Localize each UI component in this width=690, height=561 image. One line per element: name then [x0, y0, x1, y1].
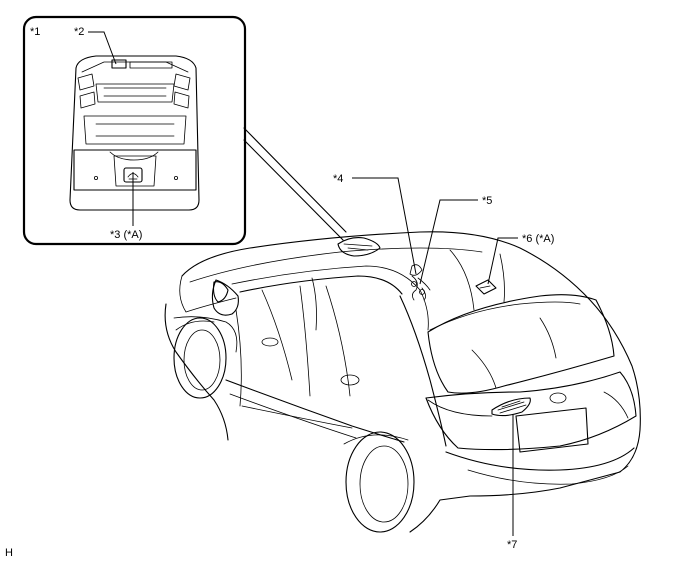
- overhead-console-drawing: [69, 55, 200, 211]
- leader-2: [88, 31, 117, 65]
- callout-5: *5: [482, 195, 492, 207]
- zoom-lines: [243, 127, 347, 241]
- inset-detail: [22, 15, 247, 246]
- callout-leaders: [352, 177, 518, 536]
- callout-4: *4: [333, 173, 343, 185]
- callout-2: *2: [74, 26, 84, 38]
- leader-4: [352, 177, 417, 275]
- inset-frame: [22, 15, 247, 246]
- figure-code: H: [5, 547, 13, 559]
- callout-labels: *1 *2 *3 (*A) *4 *5 *6 (*A) *7 H: [5, 26, 554, 559]
- callout-7: *7: [507, 539, 517, 551]
- harness-component: [409, 264, 431, 301]
- vehicle-drawing: [164, 231, 641, 533]
- callout-6: *6 (*A): [522, 233, 554, 245]
- leader-6: [487, 237, 518, 285]
- callout-1: *1: [30, 26, 40, 38]
- leader-5: [419, 199, 478, 285]
- callout-3: *3 (*A): [110, 229, 142, 241]
